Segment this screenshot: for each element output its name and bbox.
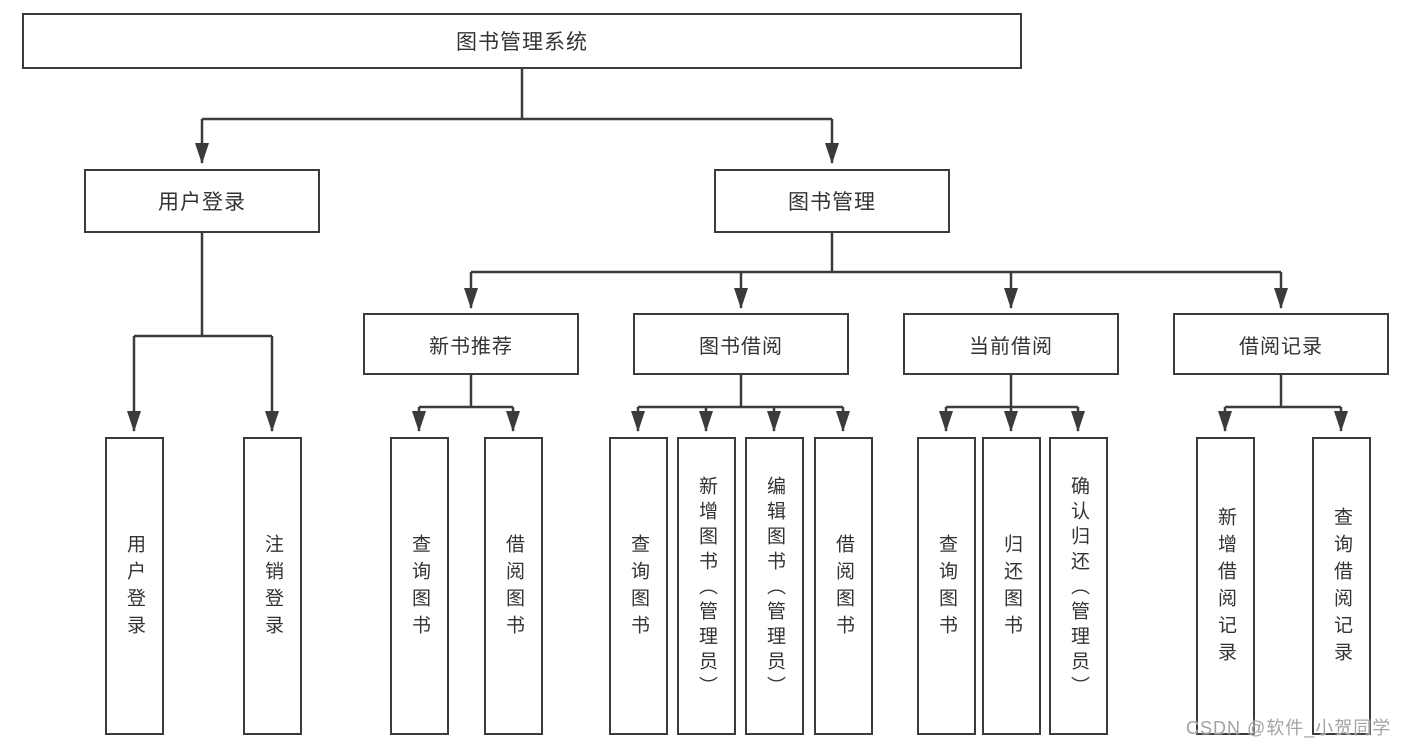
node-book-management: 图书管理 <box>714 169 950 233</box>
leaf-query-books-current: 查询图书 <box>917 437 976 735</box>
node-new-book-recommendation: 新书推荐 <box>363 313 579 375</box>
leaf-user-login: 用户登录 <box>105 437 164 735</box>
leaf-return-books: 归还图书 <box>982 437 1041 735</box>
leaf-edit-book-admin: 编辑图书（管理员） <box>745 437 804 735</box>
leaf-add-book-admin: 新增图书（管理员） <box>677 437 736 735</box>
watermark: CSDN @软件_小贺同学 <box>1186 718 1392 738</box>
leaf-query-books-borrowing: 查询图书 <box>609 437 668 735</box>
node-user-login: 用户登录 <box>84 169 320 233</box>
leaf-borrow-books-borrowing: 借阅图书 <box>814 437 873 735</box>
leaf-query-borrow-record: 查询借阅记录 <box>1312 437 1371 735</box>
node-library-management-system: 图书管理系统 <box>22 13 1022 69</box>
node-current-borrowing: 当前借阅 <box>903 313 1119 375</box>
node-borrowing-records: 借阅记录 <box>1173 313 1389 375</box>
leaf-confirm-return-admin: 确认归还（管理员） <box>1049 437 1108 735</box>
leaf-logout: 注销登录 <box>243 437 302 735</box>
leaf-add-borrow-record: 新增借阅记录 <box>1196 437 1255 735</box>
leaf-borrow-books-recommend: 借阅图书 <box>484 437 543 735</box>
leaf-query-books-recommend: 查询图书 <box>390 437 449 735</box>
node-book-borrowing: 图书借阅 <box>633 313 849 375</box>
